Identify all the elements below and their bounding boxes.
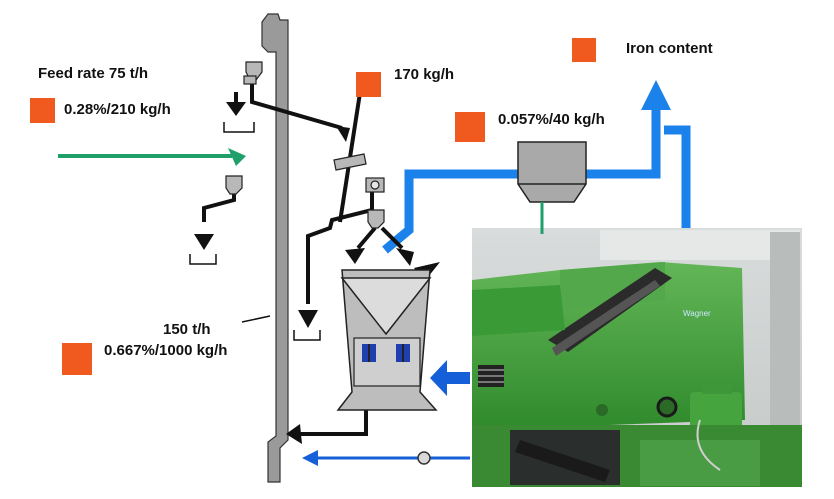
black-flows: [202, 79, 404, 436]
flow-150-pointer: [241, 315, 271, 323]
blue-flow-label: 0.057%/40 kg/h: [498, 111, 605, 128]
flow-150-quality-label: 0.667%/1000 kg/h: [104, 342, 228, 359]
return-arrow-blue: [430, 360, 470, 396]
collector-trays: [189, 122, 321, 341]
samplers: [225, 61, 385, 401]
feed-rate-label: Feed rate 75 t/h: [38, 65, 149, 82]
flow-170-marker: [356, 72, 381, 97]
feed-hopper: [517, 141, 587, 234]
iron-content-marker: [572, 38, 596, 62]
black-arrowheads: [194, 102, 414, 444]
iron-content-label: Iron content: [626, 40, 713, 57]
machine-brand-text: Wagner: [683, 309, 711, 318]
flow-150-marker: [62, 343, 92, 375]
flow-170-label: 170 kg/h: [394, 66, 455, 83]
vertical-wall: [261, 13, 289, 483]
screening-machine-photo: Wagner: [472, 228, 802, 487]
feed-line: [58, 148, 246, 166]
feed-marker: [30, 98, 55, 123]
iron-content-arrow: [641, 80, 671, 110]
bottom-return-flow: [302, 450, 470, 466]
flow-150-label: 150 t/h: [163, 321, 211, 338]
separator-vessel: [336, 269, 438, 411]
blue-flows: [382, 110, 691, 254]
blue-flow-marker: [455, 112, 485, 142]
feed-quality-label: 0.28%/210 kg/h: [64, 101, 171, 118]
